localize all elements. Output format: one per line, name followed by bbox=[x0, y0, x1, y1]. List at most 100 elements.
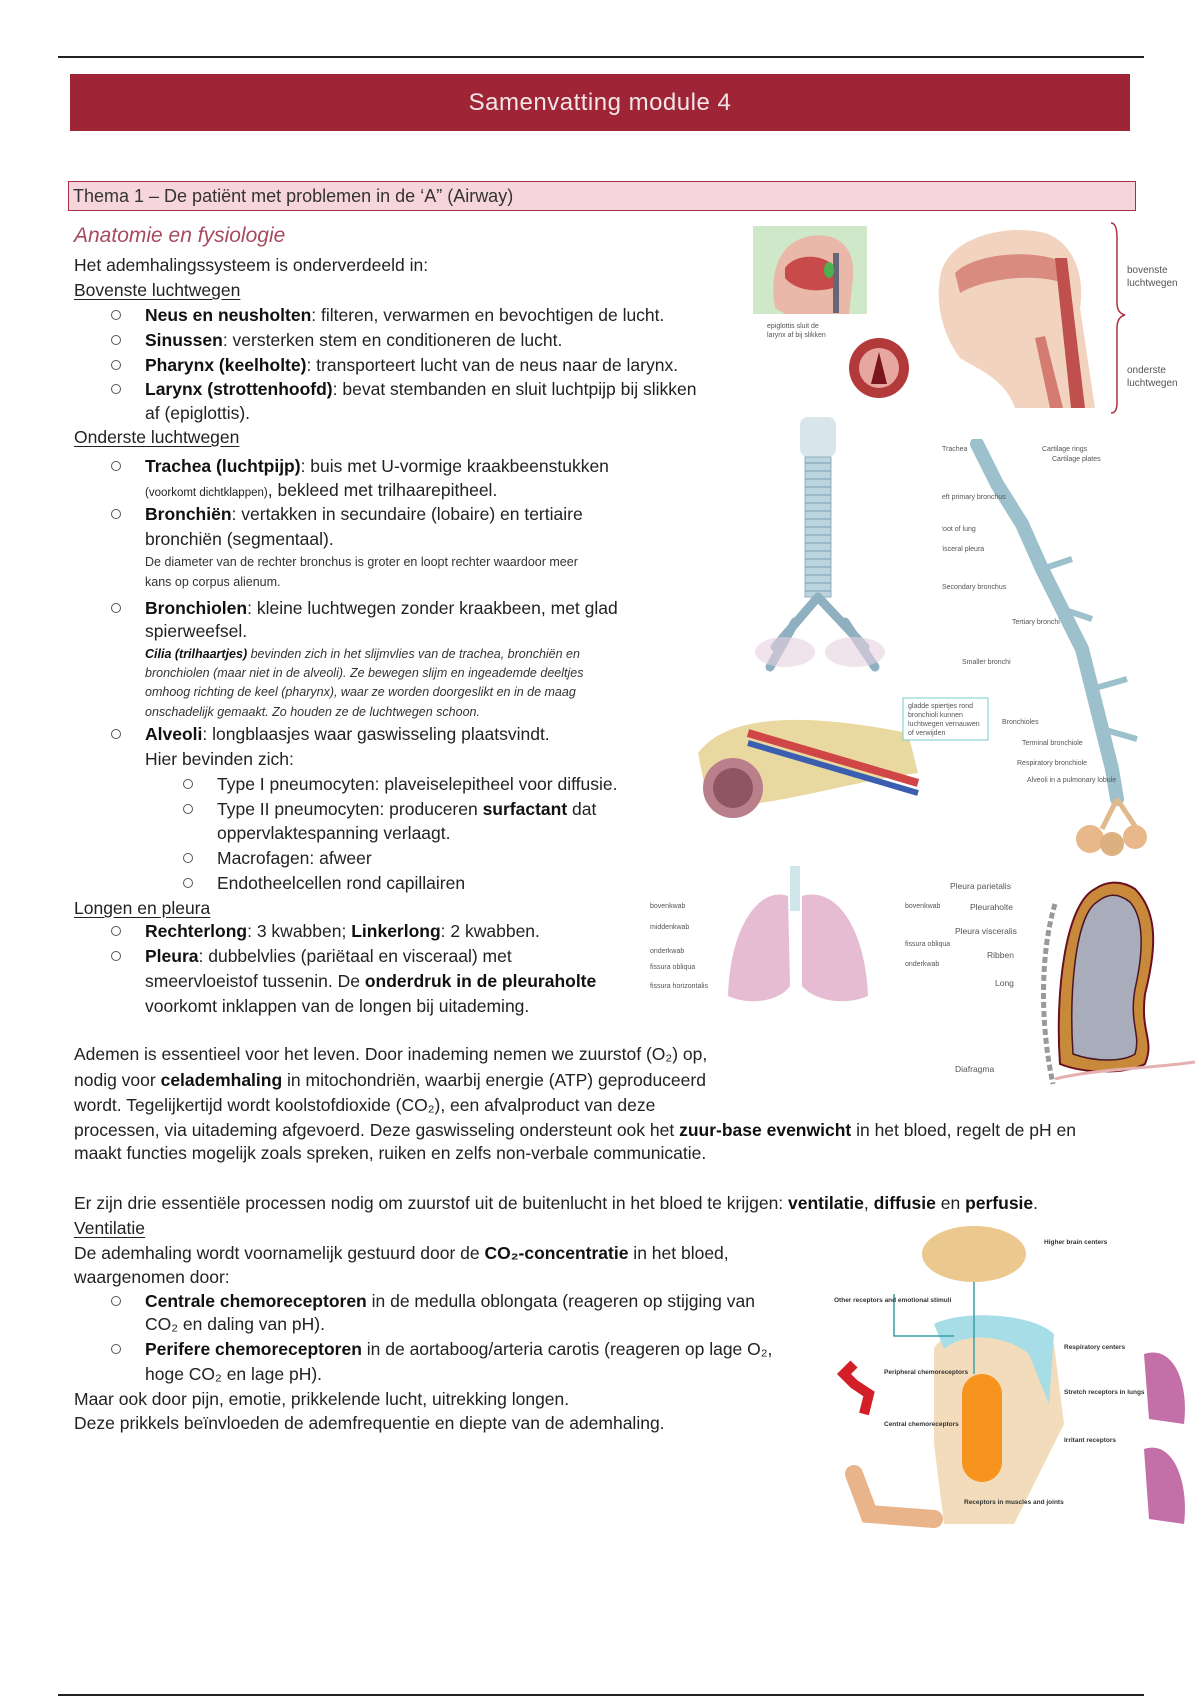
paragraph-line: nodig voor celademhaling in mitochondrië… bbox=[74, 1070, 706, 1090]
lungs-figure: bovenkwab middenkwab onderkwab fissura obli… bbox=[650, 866, 950, 1002]
bullet-icon bbox=[183, 804, 193, 814]
list-item: Bronchiën: vertakken in secundaire (loba… bbox=[145, 504, 583, 524]
figure-label: onderkwab bbox=[905, 961, 939, 968]
svg-text:luchtwegen: luchtwegen bbox=[1127, 278, 1178, 289]
list-item: Centrale chemoreceptoren in de medulla o… bbox=[145, 1291, 755, 1311]
figure-label: onderkwab bbox=[650, 948, 684, 955]
bullet-icon bbox=[183, 853, 193, 863]
bullet-icon bbox=[111, 509, 121, 519]
alveoli-note-box bbox=[902, 697, 989, 741]
figure-label: Cartilage plates bbox=[1052, 456, 1101, 463]
figure-label: Pleuraholte bbox=[970, 902, 1013, 912]
sub-list-item: Endotheelcellen rond capillairen bbox=[217, 873, 466, 893]
figure-label: Cartilage rings bbox=[1042, 446, 1088, 453]
figure-label: fissura horizontalis bbox=[650, 983, 708, 990]
figure-label: Higher brain centers bbox=[1044, 1239, 1108, 1246]
bullet-icon bbox=[111, 335, 121, 345]
bullet-icon bbox=[111, 384, 121, 394]
paragraph-line: Maar ook door pijn, emotie, prikkelende … bbox=[74, 1389, 570, 1409]
list-item-cont: spierweefsel. bbox=[145, 621, 248, 641]
list-item-cont: smeervloeistof tussenin. De onderdruk in… bbox=[145, 971, 597, 991]
figure-label: Diafragma bbox=[955, 1064, 994, 1074]
figure-label: Long bbox=[995, 978, 1014, 988]
note-text: De diameter van de rechter bronchus is g… bbox=[145, 555, 578, 569]
paragraph-line: Er zijn drie essentiële processen nodig … bbox=[74, 1193, 1039, 1213]
figure-label: middenkwab bbox=[650, 924, 689, 931]
document-title: Samenvatting module 4 bbox=[468, 88, 732, 116]
svg-text:gladde spiertjes rond: gladde spiertjes rond bbox=[908, 703, 973, 710]
figure-label: Pleura parietalis bbox=[950, 881, 1011, 891]
list-item-cont: bronchiën (segmentaal). bbox=[145, 529, 334, 549]
respiratory-center-shape bbox=[962, 1374, 1002, 1482]
figure-label: Secondary bronchus bbox=[942, 584, 1007, 591]
figure-label: Left primary bronchus bbox=[942, 494, 1006, 501]
figure-label: Tertiary bronchi bbox=[1012, 619, 1060, 626]
brace-icon bbox=[1110, 222, 1126, 414]
paragraph-line: Ademen is essentieel voor het leven. Doo… bbox=[74, 1044, 708, 1064]
sub-list-item: Type I pneumocyten: plaveiselepitheel vo… bbox=[217, 774, 618, 794]
ventilation-heading: Ventilatie bbox=[74, 1218, 146, 1238]
bullet-icon bbox=[111, 951, 121, 961]
svg-text:onderste: onderste bbox=[1127, 365, 1166, 376]
alveoli-figure: gladde spiertjes rond bronchioli kunnen … bbox=[698, 697, 989, 818]
figure-label: fissura obliqua bbox=[905, 941, 950, 948]
intro-text: Het ademhalingssysteem is onderverdeeld … bbox=[74, 255, 429, 275]
figure-label: Pleura visceralis bbox=[955, 926, 1017, 936]
list-item-cont: CO₂ en daling van pH). bbox=[145, 1314, 325, 1334]
svg-text:epiglottis sluit de: epiglottis sluit de bbox=[767, 323, 819, 330]
svg-text:luchtwegen vernauwen: luchtwegen vernauwen bbox=[908, 721, 980, 728]
figure-label: Respiratory bronchiole bbox=[1017, 760, 1087, 767]
list-item: Larynx (strottenhoofd): bevat stembanden… bbox=[145, 379, 697, 399]
list-item-cont: hoge CO₂ en lage pH). bbox=[145, 1364, 323, 1384]
bottom-rule bbox=[58, 1694, 1144, 1696]
figure-label: Other receptors and emotional stimuli bbox=[834, 1297, 952, 1304]
paragraph-line: processen, via uitademing afgevoerd. Dez… bbox=[74, 1120, 1076, 1140]
figure-label: Terminal bronchiole bbox=[1022, 740, 1083, 747]
sub-list-item: Macrofagen: afweer bbox=[217, 848, 372, 868]
figure-label: Trachea bbox=[942, 446, 968, 453]
list-item-cont: Hier bevinden zich: bbox=[145, 749, 294, 769]
bullet-icon bbox=[111, 461, 121, 471]
list-item-cont: voorkomt inklappen van de longen bij uit… bbox=[145, 996, 530, 1016]
bullet-icon bbox=[111, 729, 121, 739]
figure-label: Alveoli in a pulmonary lobule bbox=[1027, 777, 1116, 784]
document-title-banner: Samenvatting module 4 bbox=[70, 74, 1130, 131]
figure-label: bovenkwab bbox=[905, 903, 941, 910]
list-item-cont: (voorkomt dichtklappen), bekleed met tri… bbox=[145, 480, 498, 500]
bullet-icon bbox=[111, 1344, 121, 1354]
paragraph-line: Deze prikkels beïnvloeden de ademfrequen… bbox=[74, 1413, 665, 1433]
bullet-icon bbox=[111, 926, 121, 936]
bullet-icon bbox=[111, 603, 121, 613]
bullet-icon bbox=[183, 779, 193, 789]
figure-label: Bronchioles bbox=[1002, 719, 1039, 726]
cilia-note: onschadelijk gemaakt. Zo houden ze de lu… bbox=[145, 705, 480, 719]
list-item: Bronchiolen: kleine luchtwegen zonder kr… bbox=[145, 598, 618, 618]
figure-label: Root of lung bbox=[942, 526, 976, 533]
bullet-icon bbox=[111, 310, 121, 320]
upper-airways-heading: Bovenste luchtwegen bbox=[74, 280, 241, 300]
trachea-figure bbox=[755, 417, 885, 672]
lower-airways-heading: Onderste luchtwegen bbox=[74, 427, 240, 447]
svg-text:bronchioli kunnen: bronchioli kunnen bbox=[908, 712, 963, 719]
top-rule bbox=[58, 56, 1144, 58]
paragraph-line: waargenomen door: bbox=[74, 1267, 230, 1287]
list-item: Alveoli: longblaasjes waar gaswisseling … bbox=[145, 724, 550, 744]
list-item-cont: af (epiglottis). bbox=[145, 403, 251, 423]
cilia-note: Cilia (trilhaartjes) bevinden zich in he… bbox=[145, 647, 580, 661]
figure-label: Peripheral chemoreceptors bbox=[884, 1369, 969, 1376]
figure-label: Stretch receptors in lungs bbox=[1064, 1389, 1145, 1396]
bullet-icon bbox=[111, 1296, 121, 1306]
figure-label: Visceral pleura bbox=[942, 546, 984, 553]
section-title: Anatomie en fysiologie bbox=[74, 224, 286, 247]
list-item: Pharynx (keelholte): transporteert lucht… bbox=[145, 355, 679, 375]
figure-label: Irritant receptors bbox=[1064, 1437, 1116, 1444]
sub-list-item-cont: oppervlaktespanning verlaagt. bbox=[217, 823, 451, 843]
figure-label: bovenkwab bbox=[650, 903, 686, 910]
theme-heading: Thema 1 – De patiënt met problemen in de… bbox=[68, 181, 1136, 211]
bullet-icon bbox=[111, 360, 121, 370]
paragraph-line: maakt functies mogelijk zoals spreken, r… bbox=[74, 1143, 707, 1163]
sub-list-item: Type II pneumocyten: produceren surfacta… bbox=[217, 799, 597, 819]
list-item: Rechterlong: 3 kwabben; Linkerlong: 2 kw… bbox=[145, 921, 540, 941]
